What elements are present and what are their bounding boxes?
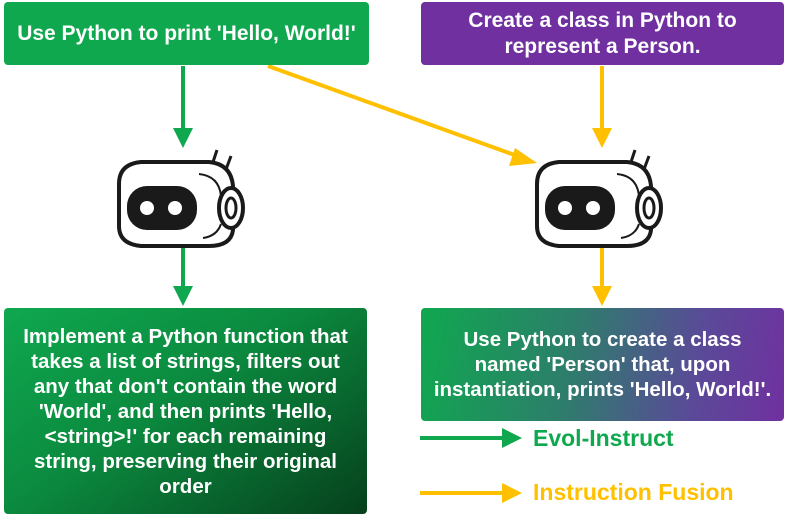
evol-arrowhead-to-result [173, 286, 193, 306]
robot-icon [117, 149, 245, 248]
fusion-result-text: Use Python to create a class named 'Pers… [433, 328, 772, 401]
person-instruction-box: Create a class in Python to represent a … [421, 2, 784, 65]
fusion-arrowhead-to-result [592, 286, 612, 306]
fusion-arrowhead-to-robot [592, 128, 612, 148]
evol-result-box: Implement a Python function that takes a… [4, 308, 367, 514]
seed-instruction-text: Use Python to print 'Hello, World!' [17, 21, 356, 45]
legend-fusion-arrowhead [502, 483, 522, 503]
legend-fusion-label: Instruction Fusion [533, 479, 734, 505]
fusion-arrow-diagonal [267, 64, 521, 159]
evol-arrowhead-to-robot [173, 128, 193, 148]
fusion-arrowhead-diagonal [509, 148, 537, 166]
seed-instruction-box: Use Python to print 'Hello, World!' [4, 2, 369, 65]
evol-result-text: Implement a Python function that takes a… [23, 324, 348, 498]
robot-icon [535, 149, 663, 248]
legend-evol-label: Evol-Instruct [533, 425, 674, 451]
legend-evol-arrowhead [502, 428, 522, 448]
fusion-result-box: Use Python to create a class named 'Pers… [421, 308, 784, 421]
person-instruction-text: Create a class in Python to represent a … [468, 8, 737, 58]
